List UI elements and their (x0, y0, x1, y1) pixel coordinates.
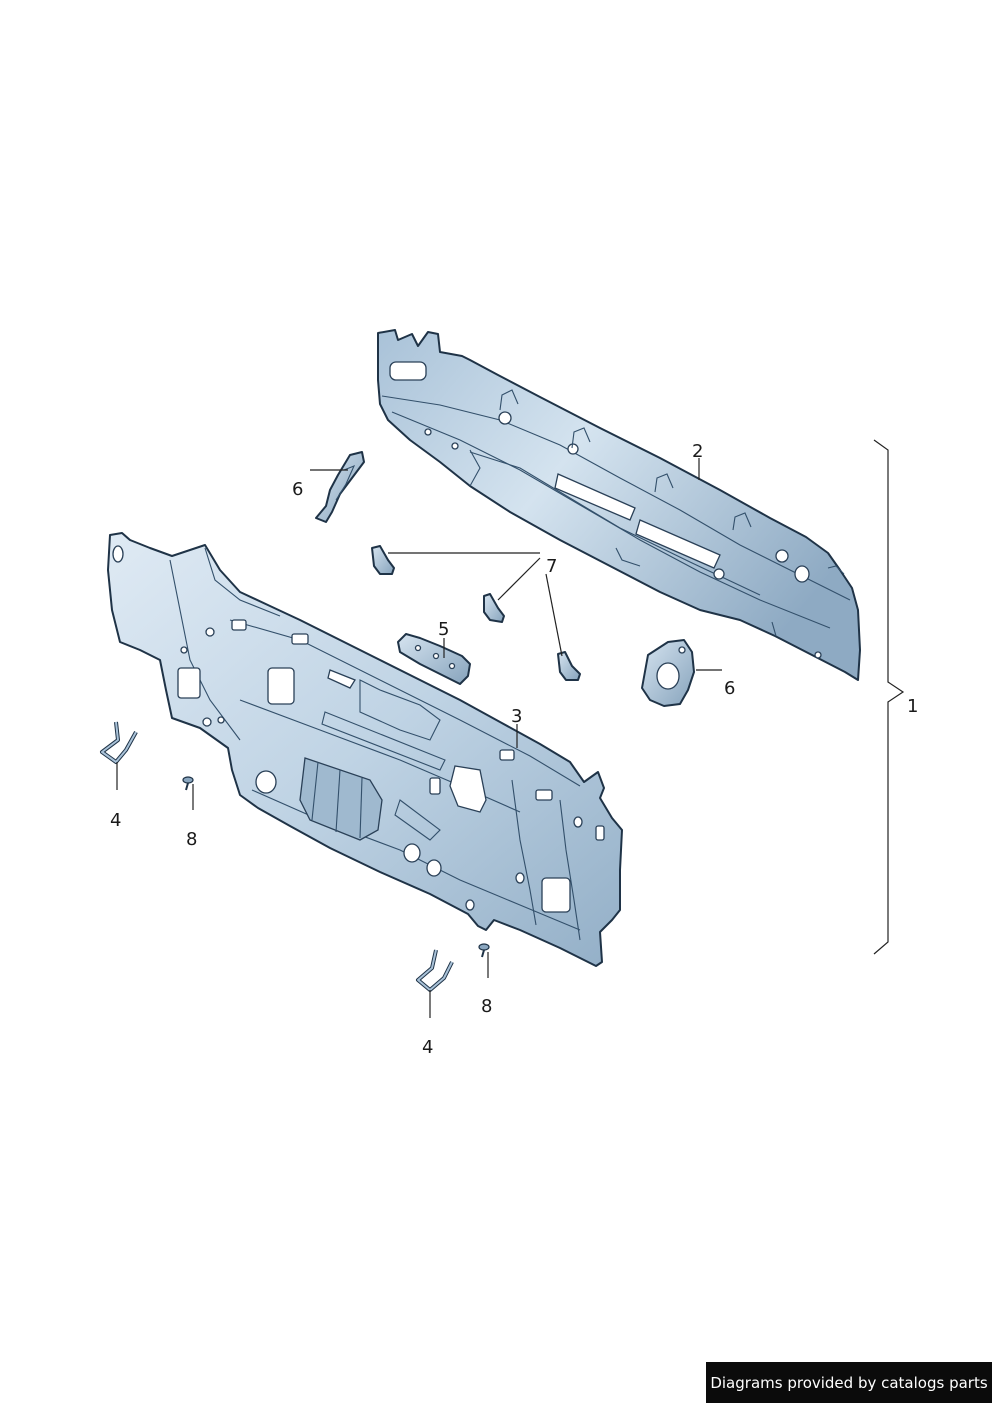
screw-part-8-left (182, 776, 194, 791)
callout-8-left: 8 (186, 829, 197, 850)
clip-part-7-c (557, 651, 581, 681)
callout-2: 2 (692, 441, 703, 462)
clip-part-7-b (483, 593, 505, 623)
callout-1: 1 (907, 696, 918, 717)
callout-3: 3 (511, 706, 522, 727)
callout-4-left: 4 (110, 810, 121, 831)
screw-part-8-right (478, 943, 490, 958)
wire-clip-part-4-right (416, 949, 454, 992)
credit-banner: Diagrams provided by catalogs parts (706, 1362, 992, 1403)
callout-6-lower: 6 (724, 678, 735, 699)
assembly-brace (873, 439, 905, 955)
leader-lines (116, 458, 722, 1018)
plate-part-5 (397, 633, 471, 685)
callout-4-right: 4 (422, 1037, 433, 1058)
callout-labels: 1 2 3 4 4 5 6 6 7 8 8 (110, 441, 918, 1058)
bracket-part-6-upper (315, 451, 365, 523)
callout-5: 5 (438, 619, 449, 640)
credit-text: Diagrams provided by catalogs parts (710, 1373, 988, 1392)
mount-part-6-lower (641, 639, 695, 707)
bulkhead-panel-part-3 (107, 532, 623, 967)
wire-clip-part-4-left (100, 721, 138, 764)
upper-panel-part-2 (377, 329, 861, 681)
callout-8-right: 8 (481, 996, 492, 1017)
callout-6-upper: 6 (292, 479, 303, 500)
clip-part-7-a (371, 545, 395, 575)
callout-7: 7 (546, 556, 557, 577)
